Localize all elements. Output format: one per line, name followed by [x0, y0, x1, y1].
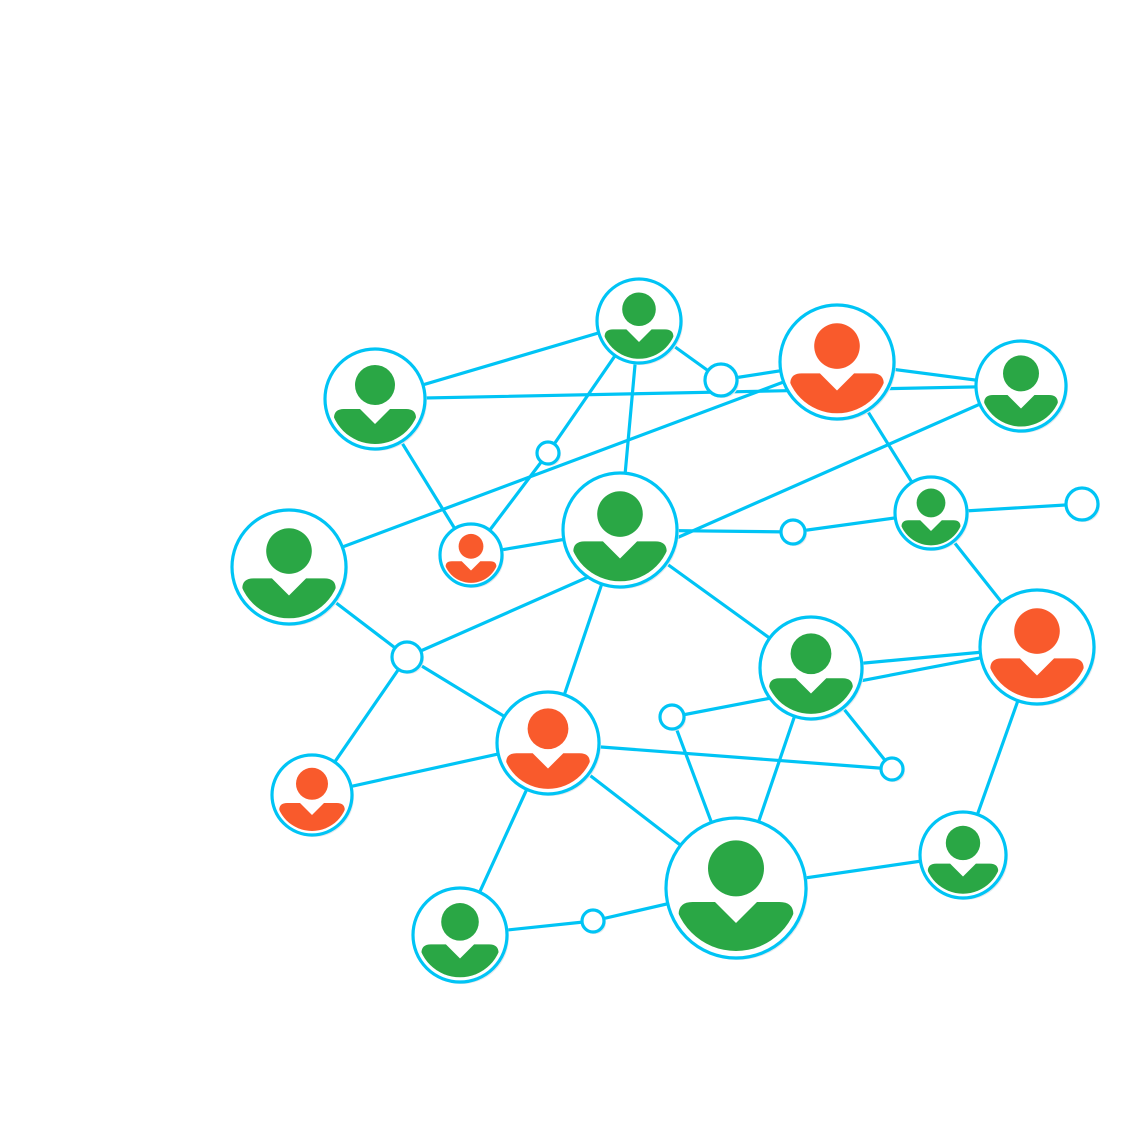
user-avatar-icon	[678, 840, 794, 951]
avatar-head	[441, 903, 479, 941]
avatar-head	[266, 528, 312, 574]
connector-dot-icon	[879, 756, 905, 782]
user-avatar-icon	[927, 825, 999, 894]
connector-dot-icon	[779, 518, 807, 546]
user-avatar-icon	[604, 292, 674, 359]
user-avatar-icon	[445, 533, 497, 583]
avatar-body	[242, 578, 336, 619]
avatar-head	[597, 491, 643, 537]
avatar-body	[901, 520, 961, 546]
node-ring	[1064, 486, 1100, 522]
person-node	[438, 522, 504, 588]
node-ring	[658, 703, 686, 731]
person-node	[323, 347, 427, 451]
user-avatar-icon	[334, 365, 416, 444]
user-avatar-icon	[242, 528, 336, 619]
avatar-head	[296, 767, 328, 800]
person-node	[230, 508, 348, 626]
node-ring	[535, 440, 561, 466]
avatar-head	[1003, 355, 1039, 392]
person-node	[918, 810, 1008, 900]
avatar-body	[769, 678, 853, 714]
person-node	[270, 753, 354, 837]
node-ring	[390, 640, 424, 674]
avatar-body	[927, 863, 999, 894]
user-avatar-icon	[990, 608, 1084, 699]
user-avatar-icon	[769, 633, 853, 714]
user-avatar-icon	[506, 708, 590, 789]
network-edge	[405, 384, 1023, 659]
avatar-head	[1014, 608, 1060, 654]
person-node	[758, 615, 864, 721]
avatar-body	[279, 803, 345, 831]
user-avatar-icon	[573, 491, 667, 582]
person-node	[561, 471, 679, 589]
network-edge	[373, 384, 1023, 401]
person-node	[595, 277, 683, 365]
user-avatar-icon	[421, 903, 499, 978]
avatar-body	[990, 658, 1084, 699]
person-node	[978, 588, 1096, 706]
user-avatar-icon	[790, 323, 884, 414]
connector-dot-icon	[535, 440, 561, 466]
avatar-head	[708, 840, 764, 897]
person-node	[664, 816, 808, 960]
user-avatar-icon	[901, 488, 961, 546]
node-ring	[580, 908, 606, 934]
avatar-head	[458, 533, 484, 559]
person-node	[495, 690, 601, 796]
avatar-body	[604, 329, 674, 359]
connector-dot-icon	[580, 908, 606, 934]
network-edge	[287, 360, 839, 569]
avatar-head	[945, 825, 981, 861]
person-node	[411, 886, 509, 984]
avatar-body	[421, 944, 499, 978]
node-ring	[703, 362, 739, 398]
connector-dot-icon	[703, 362, 739, 398]
node-ring	[779, 518, 807, 546]
network-edge	[546, 741, 894, 771]
avatar-body	[678, 902, 794, 951]
avatar-head	[814, 323, 860, 369]
avatar-head	[916, 488, 946, 518]
avatar-head	[790, 633, 832, 675]
connector-dot-icon	[658, 703, 686, 731]
avatar-body	[790, 373, 884, 414]
connector-dot-icon	[1064, 486, 1100, 522]
avatar-head	[355, 365, 395, 405]
connector-dot-icon	[390, 640, 424, 674]
nodes-layer	[230, 277, 1100, 984]
avatar-body	[984, 395, 1058, 427]
person-node	[893, 475, 969, 551]
user-avatar-icon	[984, 355, 1058, 427]
avatar-head	[622, 292, 656, 327]
avatar-body	[506, 753, 590, 789]
node-ring	[879, 756, 905, 782]
avatar-head	[527, 708, 569, 750]
avatar-body	[573, 541, 667, 582]
avatar-body	[445, 561, 497, 583]
person-node	[778, 303, 896, 421]
user-avatar-icon	[279, 767, 345, 831]
avatar-body	[334, 409, 416, 444]
person-node	[974, 339, 1068, 433]
